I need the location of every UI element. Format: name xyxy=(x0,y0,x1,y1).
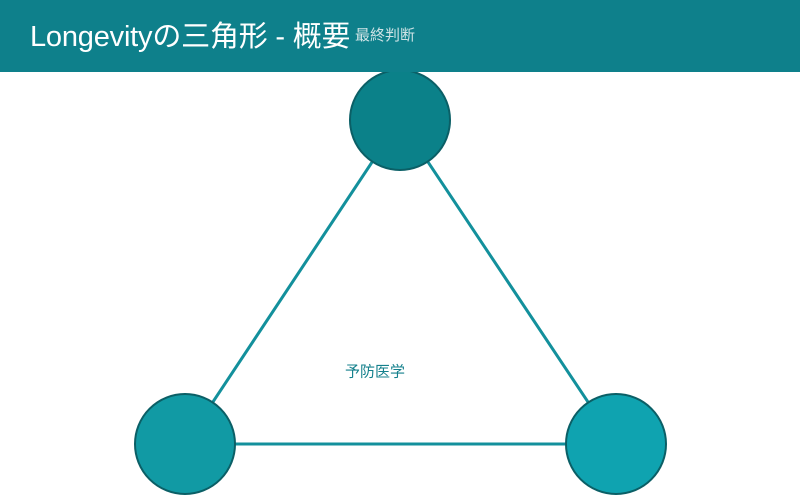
node-ai[interactable] xyxy=(134,393,236,495)
triangle-diagram: 医師 AI 患者 予防医学 xyxy=(0,72,800,500)
header-overlay-text: 最終判断 xyxy=(355,27,416,44)
node-doctor[interactable] xyxy=(349,72,451,171)
node-patient[interactable] xyxy=(565,393,667,495)
diagram-center-label: 予防医学 xyxy=(344,363,406,381)
header-bar: Longevityの三角形 - 概要 最終判断 xyxy=(0,0,800,72)
edge-doctor-ai xyxy=(183,118,402,446)
diagram-graphics xyxy=(134,72,667,495)
edge-doctor-patient xyxy=(398,118,618,446)
page-title: Longevityの三角形 - 概要 xyxy=(30,21,351,53)
